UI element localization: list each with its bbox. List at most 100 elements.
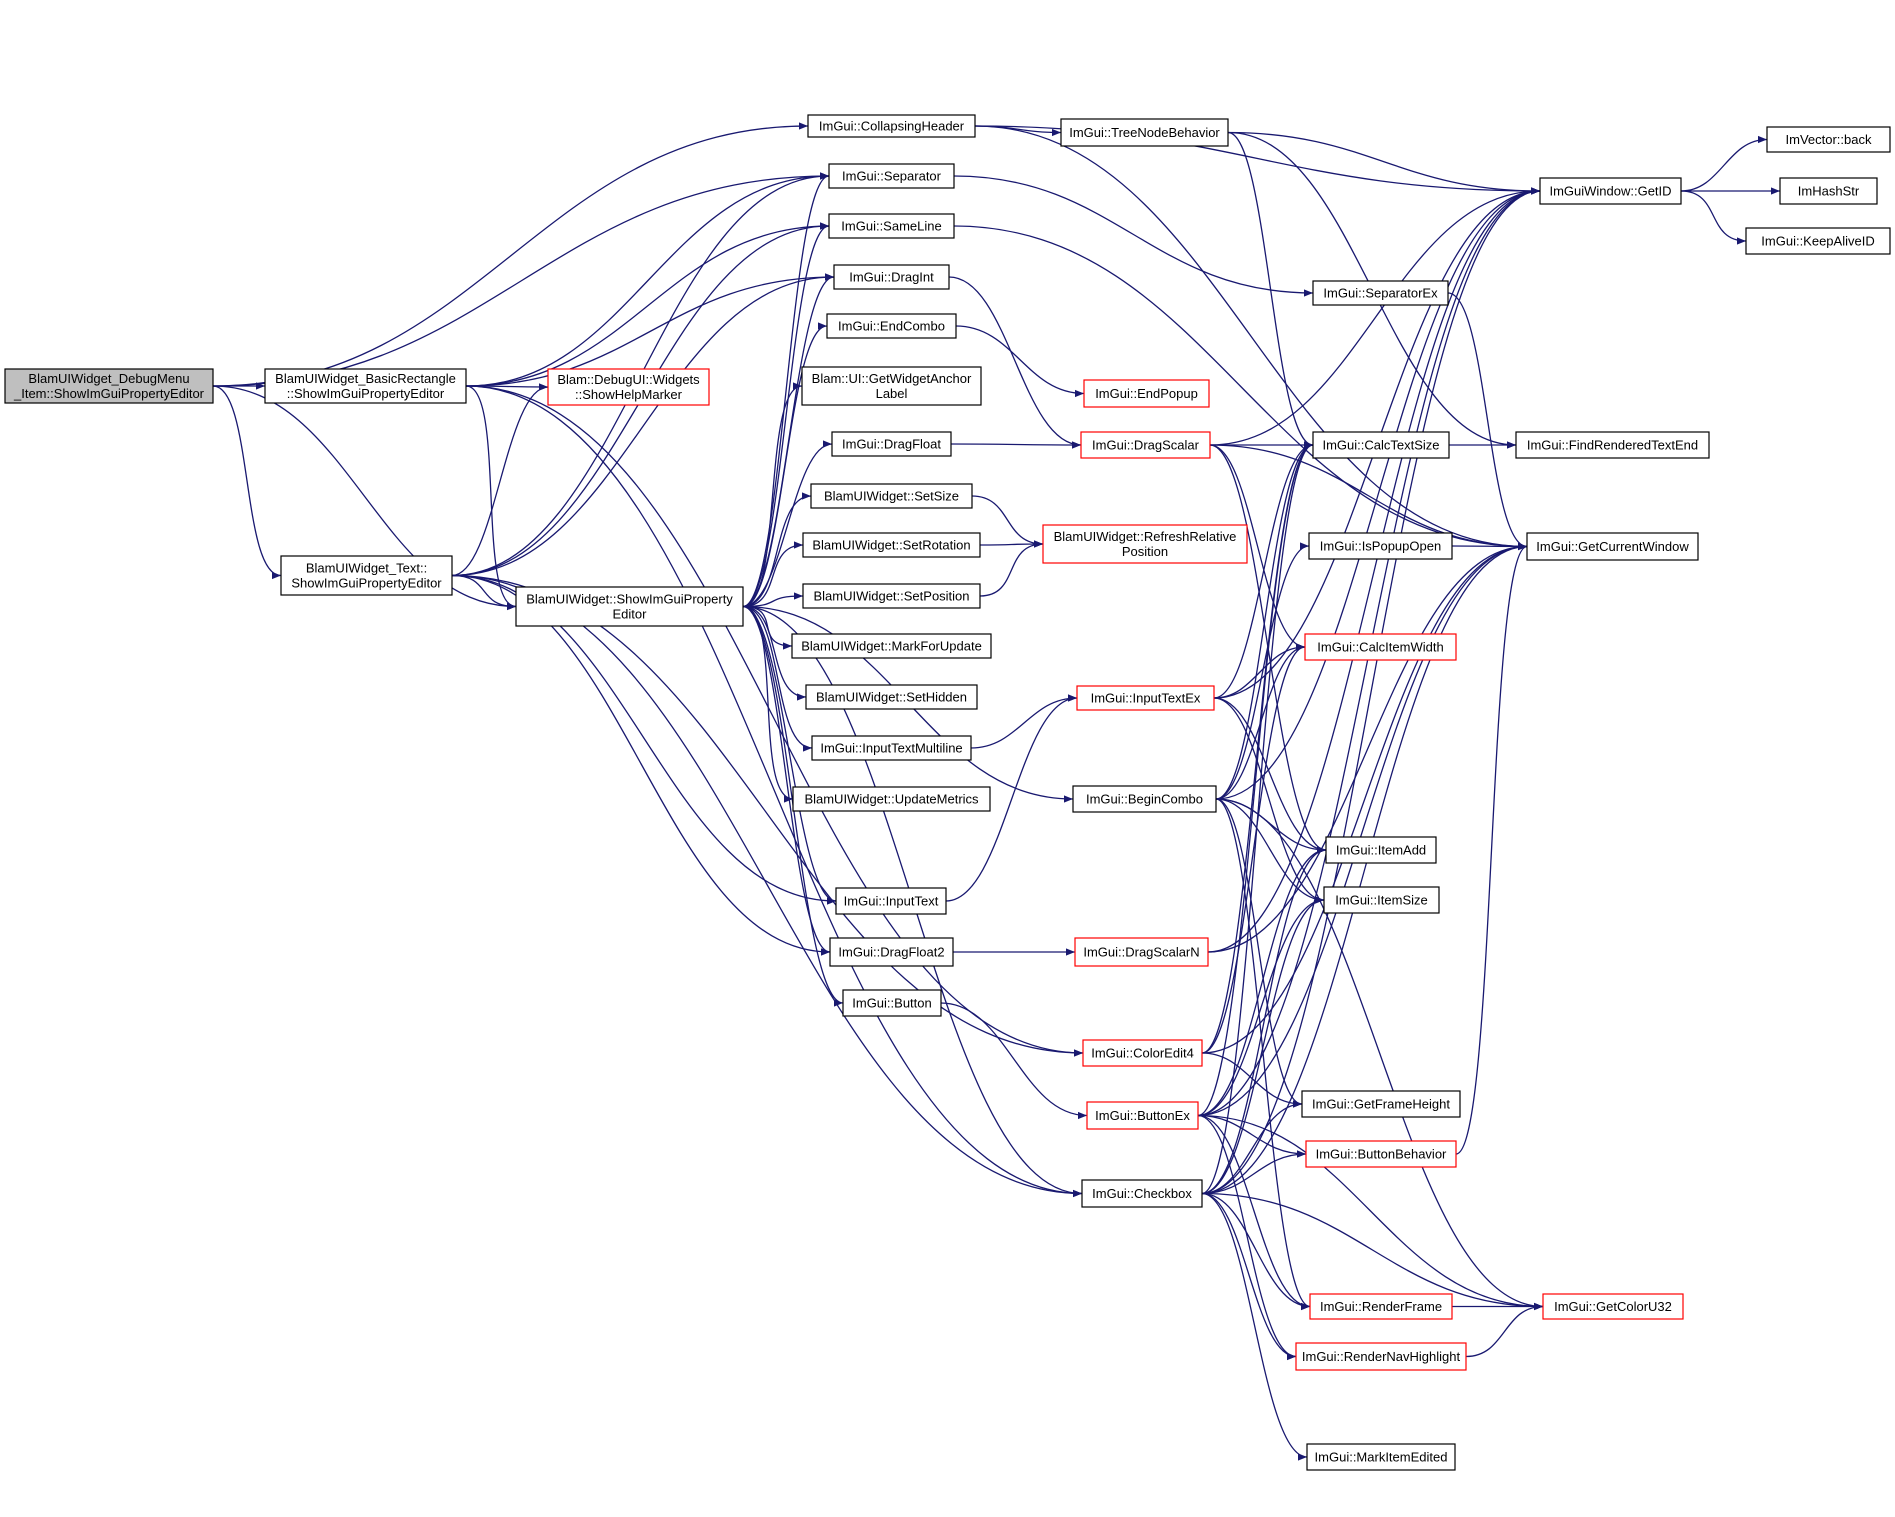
- node-endpopup[interactable]: ImGui::EndPopup: [1083, 379, 1210, 408]
- node-sameline[interactable]: ImGui::SameLine: [828, 213, 955, 239]
- node-box-button: [842, 989, 942, 1017]
- node-buttonbehavior[interactable]: ImGui::ButtonBehavior: [1305, 1140, 1457, 1168]
- node-getframeheight[interactable]: ImGui::GetFrameHeight: [1301, 1090, 1461, 1118]
- edge-text-to-dragint: [451, 273, 835, 577]
- node-markedited[interactable]: ImGui::MarkItemEdited: [1306, 1443, 1456, 1471]
- node-label: BlamUIWidget::SetHidden: [816, 690, 967, 705]
- node-inputmultiline[interactable]: ImGui::InputTextMultiline: [811, 735, 972, 761]
- node-hashstr[interactable]: ImHashStr: [1779, 177, 1878, 205]
- node-button[interactable]: ImGui::Button: [842, 989, 942, 1017]
- node-buttonex[interactable]: ImGui::ButtonEx: [1086, 1101, 1199, 1130]
- node-rendernav[interactable]: ImGui::RenderNavHighlight: [1295, 1342, 1467, 1371]
- node-calcitemwidth[interactable]: ImGui::CalcItemWidth: [1304, 633, 1457, 661]
- node-dragfloat2[interactable]: ImGui::DragFloat2: [829, 937, 954, 967]
- node-setsize[interactable]: BlamUIWidget::SetSize: [810, 483, 973, 509]
- node-vectorback[interactable]: ImVector::back: [1766, 126, 1891, 153]
- node-begincombo[interactable]: ImGui::BeginCombo: [1072, 785, 1217, 813]
- node-dragscalarn[interactable]: ImGui::DragScalarN: [1074, 937, 1209, 967]
- edge-root-to-separator: [212, 172, 830, 387]
- edge-basicrect-to-sameline: [465, 222, 830, 387]
- node-box-text: [280, 555, 453, 596]
- node-box-separatorex: [1312, 280, 1449, 306]
- node-label: Editor: [613, 607, 648, 622]
- node-label: ImGui::GetFrameHeight: [1312, 1097, 1450, 1112]
- node-label: ImVector::back: [1786, 132, 1872, 147]
- node-collapsing[interactable]: ImGui::CollapsingHeader: [807, 114, 976, 138]
- edge-dragscalarn-to-getcurwindow: [1207, 542, 1528, 953]
- node-box-setsize: [810, 483, 973, 509]
- edge-begincombo-to-getcoloru32: [1215, 798, 1544, 1311]
- node-dragfloat[interactable]: ImGui::DragFloat: [831, 431, 952, 457]
- node-root[interactable]: BlamUIWidget_DebugMenu_Item::ShowImGuiPr…: [4, 368, 214, 404]
- node-uiwidget[interactable]: BlamUIWidget::ShowImGuiPropertyEditor: [515, 586, 744, 627]
- node-box-renderframe: [1309, 1293, 1453, 1320]
- node-setposition[interactable]: BlamUIWidget::SetPosition: [802, 583, 981, 609]
- node-box-basicrect: [264, 368, 467, 404]
- node-label: ImGui::ColorEdit4: [1091, 1046, 1194, 1061]
- edge-inputtextex-to-itemsize: [1213, 697, 1325, 904]
- edge-checkbox-to-calctextsize: [1201, 441, 1314, 1195]
- node-keepalive[interactable]: ImGui::KeepAliveID: [1745, 227, 1891, 255]
- node-calctextsize[interactable]: ImGui::CalcTextSize: [1312, 431, 1450, 459]
- node-label: BlamUIWidget::UpdateMetrics: [804, 792, 979, 807]
- edge-endcombo-to-endpopup: [955, 325, 1085, 398]
- node-sethidden[interactable]: BlamUIWidget::SetHidden: [805, 684, 978, 710]
- node-box-dragscalar: [1080, 431, 1211, 459]
- node-ispopupopen[interactable]: ImGui::IsPopupOpen: [1308, 532, 1453, 560]
- edge-root-to-text: [212, 385, 282, 580]
- node-updatemetrics[interactable]: BlamUIWidget::UpdateMetrics: [792, 786, 991, 812]
- node-box-sameline: [828, 213, 955, 239]
- node-setrotation[interactable]: BlamUIWidget::SetRotation: [802, 532, 981, 558]
- node-itemadd[interactable]: ImGui::ItemAdd: [1325, 836, 1437, 864]
- node-treenode[interactable]: ImGui::TreeNodeBehavior: [1060, 118, 1229, 147]
- node-text[interactable]: BlamUIWidget_Text::ShowImGuiPropertyEdit…: [280, 555, 453, 596]
- node-separator[interactable]: ImGui::Separator: [828, 163, 955, 189]
- node-helpmarker[interactable]: Blam::DebugUI::Widgets::ShowHelpMarker: [547, 368, 710, 406]
- edge-buttonex-to-buttonbehavior: [1197, 1114, 1307, 1158]
- node-label: Position: [1122, 544, 1168, 559]
- node-box-keepalive: [1745, 227, 1891, 255]
- node-coloredit4[interactable]: ImGui::ColorEdit4: [1082, 1039, 1203, 1067]
- node-box-markforupdate: [791, 633, 992, 659]
- edge-coloredit4-to-getcurwindow: [1201, 542, 1528, 1054]
- edge-inputtextex-to-calcitemwidth: [1213, 643, 1306, 699]
- node-endcombo[interactable]: ImGui::EndCombo: [826, 313, 957, 339]
- node-label: BlamUIWidget::SetRotation: [812, 538, 970, 553]
- node-basicrect[interactable]: BlamUIWidget_BasicRectangle::ShowImGuiPr…: [264, 368, 467, 404]
- node-box-sethidden: [805, 684, 978, 710]
- node-box-rendernav: [1295, 1342, 1467, 1371]
- node-separatorex[interactable]: ImGui::SeparatorEx: [1312, 280, 1449, 306]
- node-box-buttonex: [1086, 1101, 1199, 1130]
- node-renderframe[interactable]: ImGui::RenderFrame: [1309, 1293, 1453, 1320]
- node-itemsize[interactable]: ImGui::ItemSize: [1323, 886, 1440, 914]
- node-findrendered[interactable]: ImGui::FindRenderedTextEnd: [1515, 431, 1710, 459]
- edge-buttonbehavior-to-getcurwindow: [1455, 543, 1528, 1155]
- node-checkbox[interactable]: ImGui::Checkbox: [1081, 1179, 1203, 1208]
- edge-basicrect-to-dragint: [465, 273, 835, 387]
- node-box-hashstr: [1779, 177, 1878, 205]
- edge-uiwidget-to-setposition: [742, 592, 804, 608]
- node-label: ImGui::DragFloat2: [838, 945, 944, 960]
- node-getcoloru32[interactable]: ImGui::GetColorU32: [1542, 1293, 1684, 1320]
- node-label: ImGui::InputTextEx: [1091, 691, 1201, 706]
- edge-getid-to-vectorback: [1680, 135, 1768, 192]
- node-getcurwindow[interactable]: ImGui::GetCurrentWindow: [1526, 532, 1699, 561]
- edge-checkbox-to-renderframe: [1201, 1192, 1311, 1311]
- edge-begincombo-to-getid: [1215, 187, 1541, 800]
- node-label: BlamUIWidget_DebugMenu: [28, 371, 189, 386]
- node-getid[interactable]: ImGuiWindow::GetID: [1539, 177, 1682, 205]
- node-markforupdate[interactable]: BlamUIWidget::MarkForUpdate: [791, 633, 992, 659]
- node-dragscalar[interactable]: ImGui::DragScalar: [1080, 431, 1211, 459]
- edge-coloredit4-to-calcitemwidth: [1201, 643, 1306, 1054]
- node-inputtextex[interactable]: ImGui::InputTextEx: [1076, 685, 1215, 711]
- node-box-getcoloru32: [1542, 1293, 1684, 1320]
- node-dragint[interactable]: ImGui::DragInt: [833, 264, 950, 290]
- node-label: Blam::DebugUI::Widgets: [557, 372, 700, 387]
- edge-separator-to-separatorex: [953, 175, 1314, 297]
- node-box-dragint: [833, 264, 950, 290]
- node-box-endpopup: [1083, 379, 1210, 408]
- node-inputtext[interactable]: ImGui::InputText: [835, 887, 947, 915]
